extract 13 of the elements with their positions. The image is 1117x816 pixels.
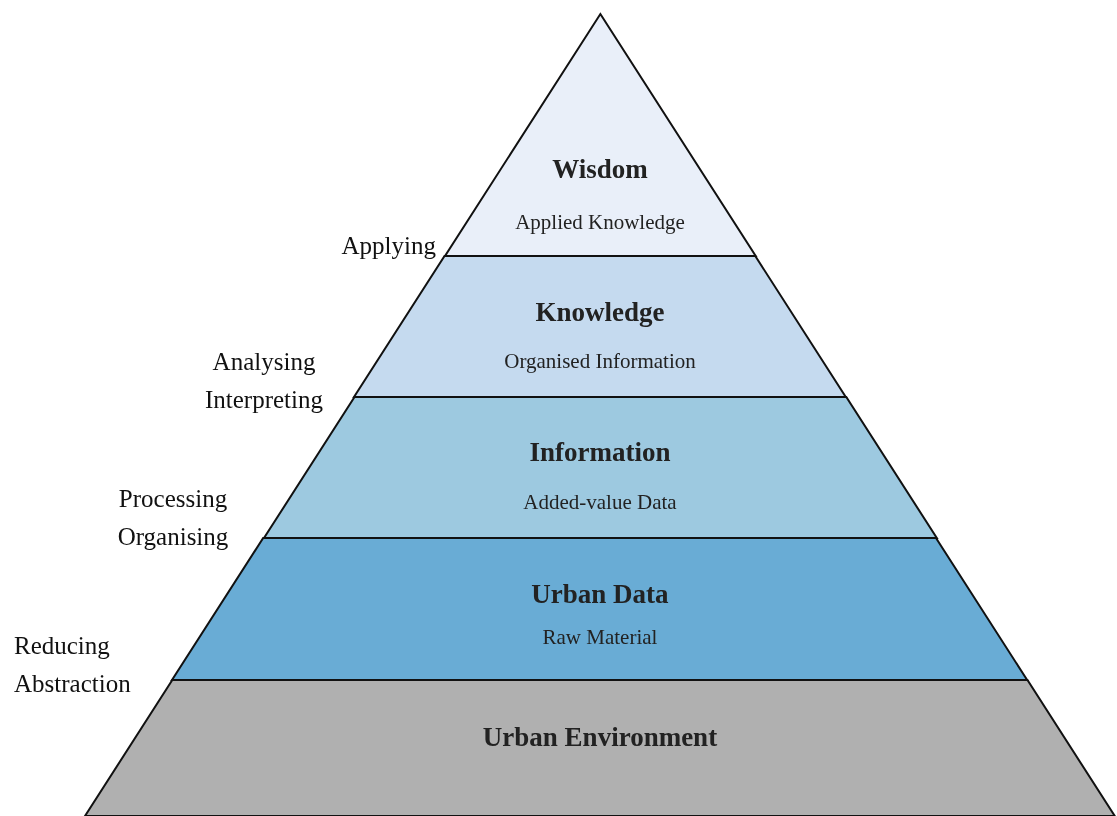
tier-title: Wisdom [552, 154, 648, 184]
tier-subtitle: Added-value Data [523, 490, 677, 514]
process-label: Analysing Interpreting [204, 347, 324, 415]
tier-subtitle: Raw Material [542, 625, 658, 649]
tier-title: Information [529, 437, 671, 467]
tier-subtitle: Organised Information [504, 349, 696, 373]
process-label: Reducing Abstraction [14, 631, 132, 699]
process-label: Processing Organising [116, 484, 230, 552]
tier-title: Knowledge [535, 297, 665, 327]
tier-title: Urban Environment [482, 722, 718, 752]
tier-title: Urban Data [531, 579, 669, 609]
tier-subtitle: Applied Knowledge [515, 210, 685, 234]
process-label: Applying [340, 231, 436, 261]
